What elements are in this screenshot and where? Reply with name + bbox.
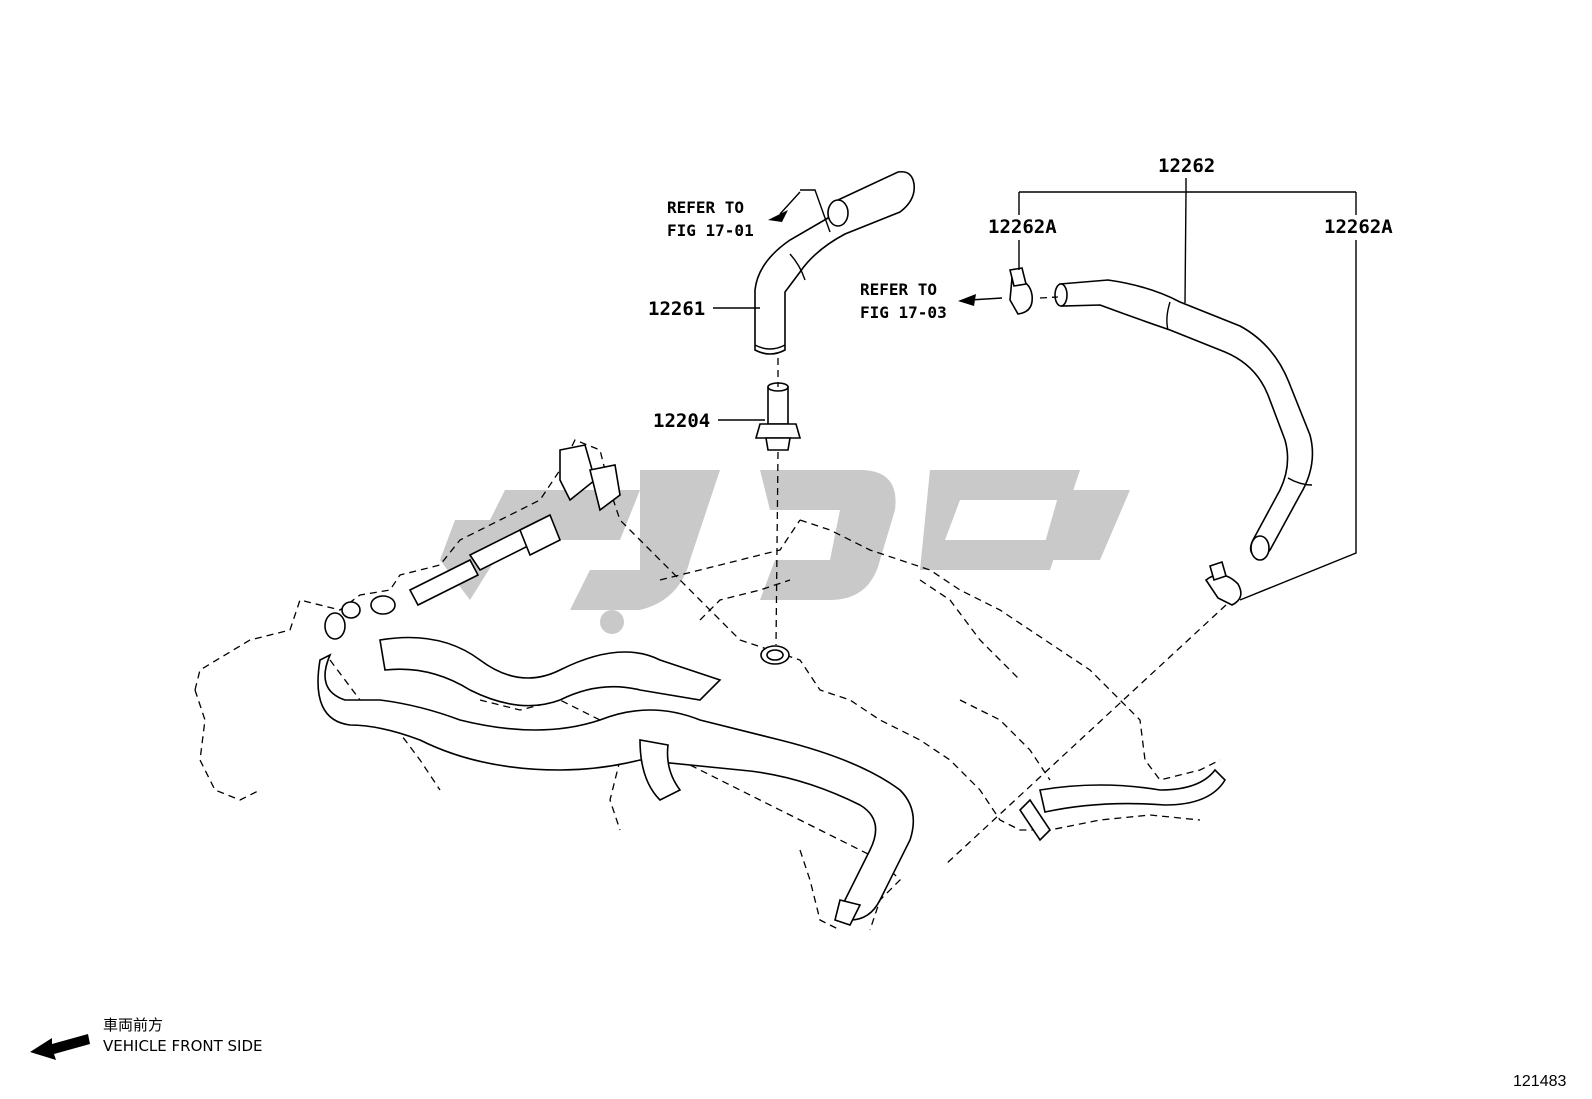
label-12262a-right: 12262A <box>1324 216 1393 238</box>
label-12262: 12262 <box>1158 155 1215 177</box>
label-12262a-left: 12262A <box>988 216 1057 238</box>
label-12261: 12261 <box>648 298 705 320</box>
hose-12261 <box>754 170 916 355</box>
refer-to-fig-17-01-line1: REFER TO <box>667 198 744 217</box>
front-arrow-icon <box>30 1034 90 1060</box>
pcv-valve-12204 <box>754 382 802 665</box>
figure-number: 121483 <box>1513 1073 1566 1090</box>
front-label-japanese: 車両前方 <box>103 1016 163 1034</box>
arrow-ref1 <box>768 210 788 222</box>
front-label-english: VEHICLE FRONT SIDE <box>103 1037 263 1055</box>
leader-lines <box>713 178 1357 866</box>
refer-to-fig-17-03-line2: FIG 17-03 <box>860 303 947 322</box>
refer-to-fig-17-01-line2: FIG 17-01 <box>667 221 754 240</box>
clamp-12262a-left <box>1009 267 1034 315</box>
label-12204: 12204 <box>653 410 710 432</box>
vehicle-front-indicator: 車両前方 VEHICLE FRONT SIDE <box>30 1016 263 1060</box>
clamp-12262a-right <box>1204 560 1242 606</box>
injector-parts <box>324 444 621 640</box>
intake-pipes <box>317 636 1227 926</box>
arrow-ref2 <box>958 294 976 306</box>
refer-to-fig-17-03-line1: REFER TO <box>860 280 937 299</box>
hose-12262 <box>1054 279 1314 561</box>
engine-outline <box>194 439 1221 931</box>
